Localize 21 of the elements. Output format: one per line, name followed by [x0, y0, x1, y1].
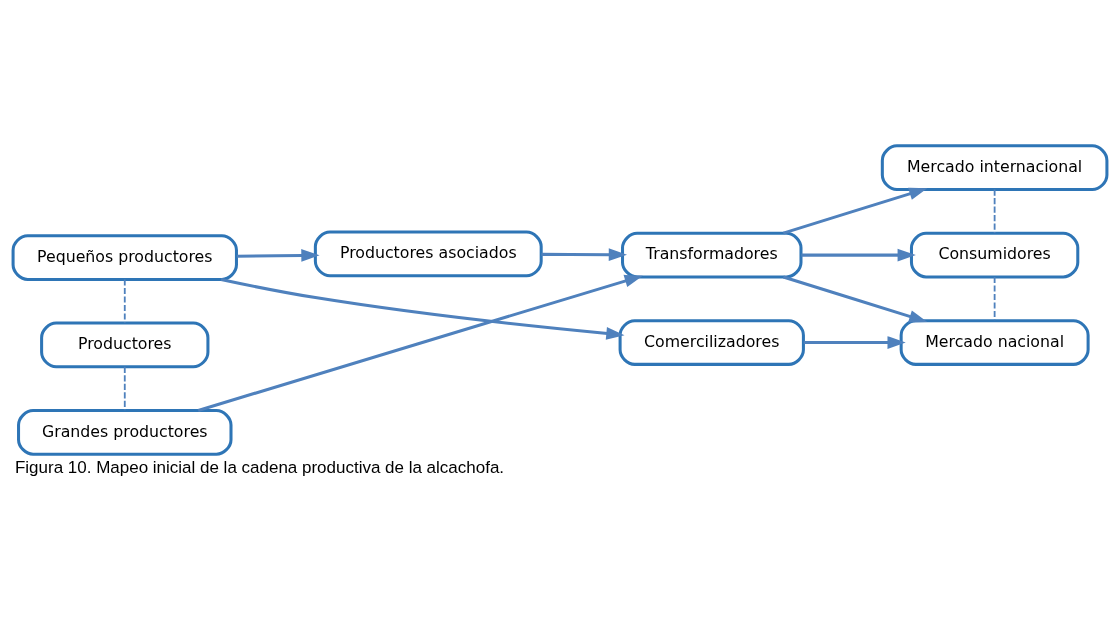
- arrow: [236, 249, 320, 262]
- arrow: [803, 336, 906, 349]
- connector: [123, 365, 126, 412]
- connector: [123, 278, 126, 324]
- node-box: Mercado nacional: [899, 319, 1090, 366]
- arrow: [197, 274, 643, 412]
- node-box: Productores: [40, 321, 210, 369]
- node-box: Comercilizadores: [618, 319, 805, 366]
- arrow: [220, 278, 625, 340]
- connector: [993, 188, 996, 234]
- node-box: Consumidores: [909, 231, 1080, 279]
- arrow: [541, 248, 627, 262]
- arrow: [801, 248, 916, 262]
- arrow: [782, 187, 928, 235]
- node-box: Transformadores: [621, 231, 803, 279]
- node-box: Pequeños productores: [11, 234, 238, 281]
- caption: Figura 10. Mapeo inicial de la cadena productiva de la alcachofa.: [14, 457, 505, 477]
- node-box: Grandes productores: [17, 409, 233, 456]
- arrow: [782, 275, 928, 323]
- node-box: Productores asociados: [313, 230, 543, 278]
- node-box: Mercado internacional: [880, 144, 1109, 192]
